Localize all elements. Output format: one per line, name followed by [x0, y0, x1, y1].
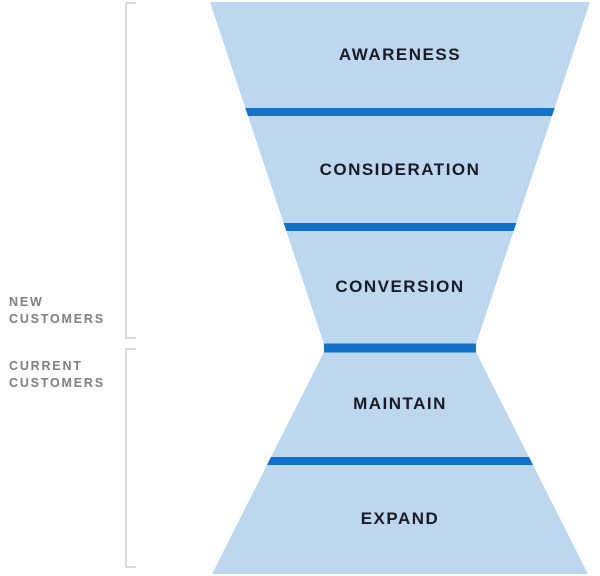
stage-label-awareness: AWARENESS: [338, 45, 462, 64]
stage-label-expand: EXPAND: [360, 509, 440, 528]
bracket-new-customers: [125, 2, 136, 339]
side-label-new-customers: NEW CUSTOMERS: [9, 295, 105, 326]
funnel-shape: [210, 2, 590, 574]
stage-label-conversion: CONVERSION: [335, 277, 465, 296]
stage-label-consideration: CONSIDERATION: [319, 160, 481, 179]
bracket-current-customers: [125, 348, 136, 568]
stage-label-maintain: MAINTAIN: [353, 394, 447, 413]
side-label-current-customers: CURRENT CUSTOMERS: [9, 359, 105, 390]
